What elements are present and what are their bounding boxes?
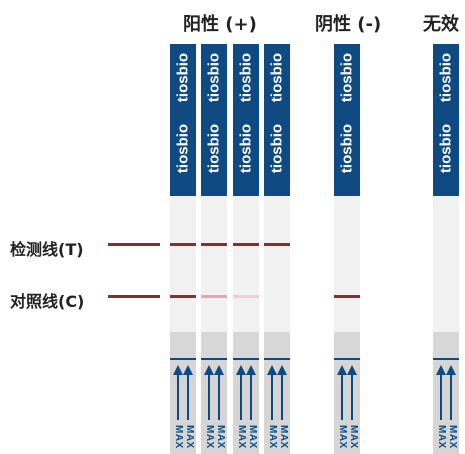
test-line-band xyxy=(201,243,227,246)
strip-absorbent-pad xyxy=(170,332,196,358)
brand-label: tiosbio xyxy=(338,52,356,103)
max-label: MAX xyxy=(236,425,247,449)
test-line-band xyxy=(233,243,259,246)
brand-label: tiosbio xyxy=(174,52,192,103)
control-line-band xyxy=(233,295,259,298)
max-line xyxy=(334,358,360,360)
max-label: MAX xyxy=(204,425,215,449)
strip-handle xyxy=(201,44,227,196)
group-title-invalid: 无效 xyxy=(423,14,459,35)
max-label: MAX xyxy=(184,425,195,449)
strip-handle xyxy=(233,44,259,196)
arrow-up-icon xyxy=(436,365,456,420)
strip-absorbent-pad xyxy=(233,332,259,358)
max-label: MAX xyxy=(247,425,258,449)
control-line-band xyxy=(334,295,360,298)
control-line-band xyxy=(201,295,227,298)
control-line-label: 对照线(C) xyxy=(10,292,85,311)
strip-absorbent-pad xyxy=(201,332,227,358)
brand-label: tiosbio xyxy=(237,52,255,103)
strip-absorbent-pad xyxy=(334,332,360,358)
brand-label: tiosbio xyxy=(437,52,455,103)
strip-absorbent-pad xyxy=(264,332,290,358)
max-label: MAX xyxy=(447,425,458,449)
max-line xyxy=(170,358,196,360)
max-label: MAX xyxy=(436,425,447,449)
arrow-up-icon xyxy=(267,365,287,420)
max-label: MAX xyxy=(348,425,359,449)
arrow-up-icon xyxy=(204,365,224,420)
arrow-up-icon xyxy=(337,365,357,420)
test-line-pointer xyxy=(108,243,160,246)
test-line-band xyxy=(264,243,290,246)
strip-brand: tiosbio tiosbio xyxy=(201,44,227,196)
arrow-up-icon xyxy=(236,365,256,420)
strip-brand: tiosbio tiosbio xyxy=(170,44,196,196)
control-line-pointer xyxy=(108,295,160,298)
max-label: MAX xyxy=(337,425,348,449)
strip-brand: tiosbio tiosbio xyxy=(334,44,360,196)
max-label: MAX xyxy=(267,425,278,449)
brand-label: tiosbio xyxy=(174,123,192,174)
brand-label: tiosbio xyxy=(437,123,455,174)
strip-result-window xyxy=(201,196,227,332)
max-line xyxy=(201,358,227,360)
strip-absorbent-pad xyxy=(433,332,459,358)
strip-result-window xyxy=(170,196,196,332)
test-line-label: 检测线(T) xyxy=(10,240,84,259)
strip-brand: tiosbio tiosbio xyxy=(433,44,459,196)
max-label: MAX xyxy=(278,425,289,449)
max-line xyxy=(264,358,290,360)
group-title-positive: 阳性 (+) xyxy=(183,14,257,35)
control-line-band xyxy=(170,295,196,298)
brand-label: tiosbio xyxy=(237,123,255,174)
brand-label: tiosbio xyxy=(268,52,286,103)
max-line xyxy=(433,358,459,360)
brand-label: tiosbio xyxy=(205,52,223,103)
strip-handle xyxy=(334,44,360,196)
strip-handle xyxy=(433,44,459,196)
arrow-up-icon xyxy=(173,365,193,420)
strip-result-window xyxy=(334,196,360,332)
strip-handle xyxy=(264,44,290,196)
max-line xyxy=(233,358,259,360)
strip-handle xyxy=(170,44,196,196)
max-label: MAX xyxy=(215,425,226,449)
strip-result-window xyxy=(433,196,459,332)
strip-result-window xyxy=(264,196,290,332)
max-label: MAX xyxy=(173,425,184,449)
brand-label: tiosbio xyxy=(268,123,286,174)
group-title-negative: 阴性 (-) xyxy=(315,14,382,35)
brand-label: tiosbio xyxy=(338,123,356,174)
brand-label: tiosbio xyxy=(205,123,223,174)
test-line-band xyxy=(170,243,196,246)
strip-result-window xyxy=(233,196,259,332)
strip-brand: tiosbio tiosbio xyxy=(233,44,259,196)
strip-brand: tiosbio tiosbio xyxy=(264,44,290,196)
